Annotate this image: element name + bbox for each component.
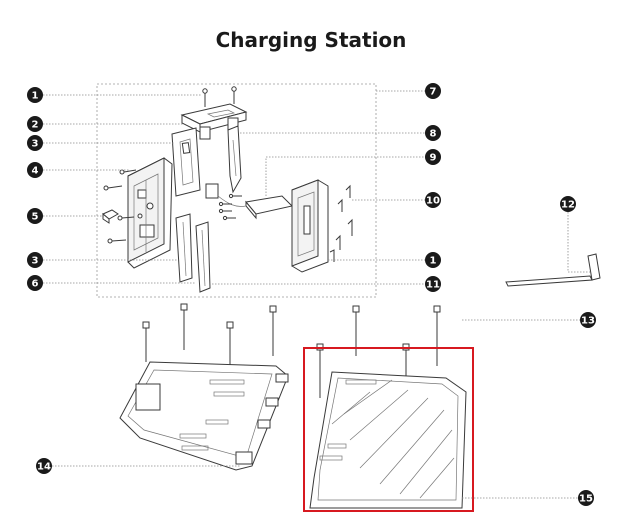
svg-text:6: 6 (32, 279, 39, 290)
assembly-group-box (96, 83, 377, 298)
svg-text:3: 3 (32, 139, 39, 150)
svg-text:10: 10 (426, 196, 440, 207)
svg-text:1: 1 (430, 256, 437, 267)
svg-text:7: 7 (430, 87, 437, 98)
svg-text:4: 4 (32, 166, 39, 177)
svg-text:14: 14 (37, 462, 51, 473)
part-contact-strip (175, 213, 193, 283)
callout-15: 15 (578, 490, 594, 506)
svg-text:11: 11 (426, 280, 440, 291)
callout-3-lower: 3 (27, 252, 43, 268)
svg-text:1: 1 (32, 91, 39, 102)
callout-10: 10 (425, 192, 441, 208)
svg-text:9: 9 (430, 153, 437, 164)
ground-stakes-left (142, 303, 277, 372)
callout-7: 7 (425, 83, 441, 99)
part-top-bracket (180, 103, 248, 140)
part-connector (102, 209, 119, 224)
leader-lines (43, 90, 592, 499)
svg-text:8: 8 (430, 129, 437, 140)
callout-6: 6 (27, 275, 43, 291)
housing-screws (103, 169, 137, 244)
callout-11: 11 (425, 276, 441, 292)
part-charging-arm (227, 125, 242, 194)
svg-text:5: 5 (32, 212, 39, 223)
callout-2: 2 (27, 116, 43, 132)
svg-text:13: 13 (581, 316, 595, 327)
part-contact-strip-2 (195, 221, 211, 293)
part-base-plate (119, 361, 289, 471)
callout-1: 1 (27, 87, 43, 103)
top-screws (202, 86, 237, 107)
svg-text:2: 2 (32, 120, 39, 131)
callout-5: 5 (27, 208, 43, 224)
svg-text:12: 12 (561, 200, 575, 211)
callout-3: 3 (27, 135, 43, 151)
spring-clips (329, 184, 353, 262)
svg-text:15: 15 (579, 494, 593, 505)
part-front-cover (171, 127, 201, 197)
callout-1-right: 1 (425, 252, 441, 268)
part-main-housing (127, 157, 173, 269)
callout-8: 8 (425, 125, 441, 141)
part-rear-housing (291, 179, 329, 273)
diagram-title: Charging Station (215, 28, 407, 52)
part-module (205, 183, 293, 220)
callout-13: 13 (580, 312, 596, 328)
middle-screws (218, 193, 242, 221)
svg-text:3: 3 (32, 256, 39, 267)
callout-4: 4 (27, 162, 43, 178)
part-hex-key (505, 253, 601, 287)
callout-14: 14 (36, 458, 52, 474)
part-boundary-base (309, 371, 467, 509)
callout-12: 12 (560, 196, 576, 212)
highlight-frame (303, 347, 474, 512)
callout-9: 9 (425, 149, 441, 165)
